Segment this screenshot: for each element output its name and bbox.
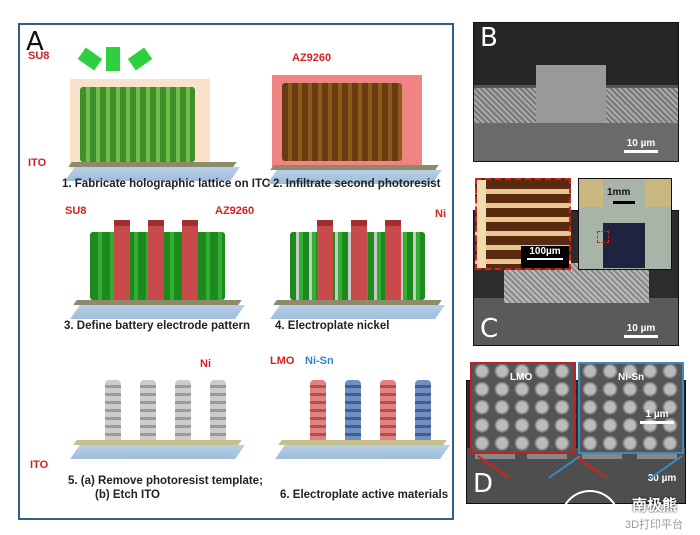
panel-c-scale-text: 10 µm: [626, 323, 656, 334]
label-az9260-step3: AZ9260: [215, 205, 255, 217]
light-arrows-icon: [77, 47, 153, 77]
inset-scale-text-d: 1 µm: [645, 409, 669, 420]
step-4-caption: 4. Electroplate nickel: [275, 320, 390, 332]
panel-c-label: C: [480, 314, 499, 344]
watermark-subtext: 3D打印平台: [625, 519, 684, 531]
panel-b-scale-text: 10 µm: [626, 138, 656, 149]
label-az9260: AZ9260: [292, 52, 332, 64]
step-5-diagram: [50, 370, 245, 470]
panel-c-inset-scale: 100µm: [521, 246, 569, 268]
panel-c-inset-photo: 1mm: [578, 178, 672, 270]
label-ito: ITO: [28, 157, 47, 169]
step-5-caption-line2: (b) Etch ITO: [95, 489, 160, 501]
inset-scale-text: 100µm: [529, 246, 561, 257]
step-1-caption: 1. Fabricate holographic lattice on ITO: [62, 178, 271, 190]
panel-d-label: D: [473, 469, 494, 499]
panel-c-scale-bar: 10 µm: [624, 323, 658, 338]
step-3-diagram: [50, 220, 245, 330]
inset-lmo-label: LMO: [510, 372, 533, 383]
label-ito-step5: ITO: [30, 459, 49, 471]
step-1-diagram: [50, 47, 240, 197]
panel-c-photo-scale: 1mm: [607, 187, 631, 198]
step-3-caption: 3. Define battery electrode pattern: [64, 320, 250, 332]
watermark-text: 南极熊: [632, 497, 678, 514]
label-lmo: LMO: [270, 355, 295, 367]
panel-b-label: B: [480, 23, 498, 53]
panel-b-sem-image: B 10 µm: [473, 22, 679, 162]
panel-d-inset-ni-sn: Ni-Sn 1 µm: [578, 362, 684, 454]
step-6-diagram: [255, 370, 450, 470]
label-su8-step3: SU8: [65, 205, 87, 217]
panel-a-label: A: [26, 27, 44, 57]
step-2-diagram: [252, 75, 442, 195]
panel-c-inset-electrode: 100µm: [475, 178, 571, 270]
label-su8: SU8: [28, 50, 50, 62]
inset-scale-bar: 1 µm: [640, 409, 674, 424]
inset-ni-sn-label: Ni-Sn: [618, 372, 645, 383]
label-ni-sn: Ni-Sn: [305, 355, 334, 367]
step-4-diagram: [255, 220, 445, 330]
step-6-caption: 6. Electroplate active materials: [280, 489, 449, 501]
label-ni: Ni: [435, 208, 446, 220]
step-2-caption: 2. Infiltrate second photoresist: [273, 178, 441, 190]
panel-d-scale: 30 µm: [647, 473, 677, 484]
panel-a: A SU8 ITO 1. Fabricate holographic latti…: [18, 23, 454, 520]
panel-d-inset-lmo: LMO: [470, 362, 576, 454]
label-ni-step5: Ni: [200, 358, 211, 370]
step-5-caption-line1: 5. (a) Remove photoresist template;: [68, 475, 263, 487]
panel-b-scale-bar: 10 µm: [624, 138, 658, 153]
